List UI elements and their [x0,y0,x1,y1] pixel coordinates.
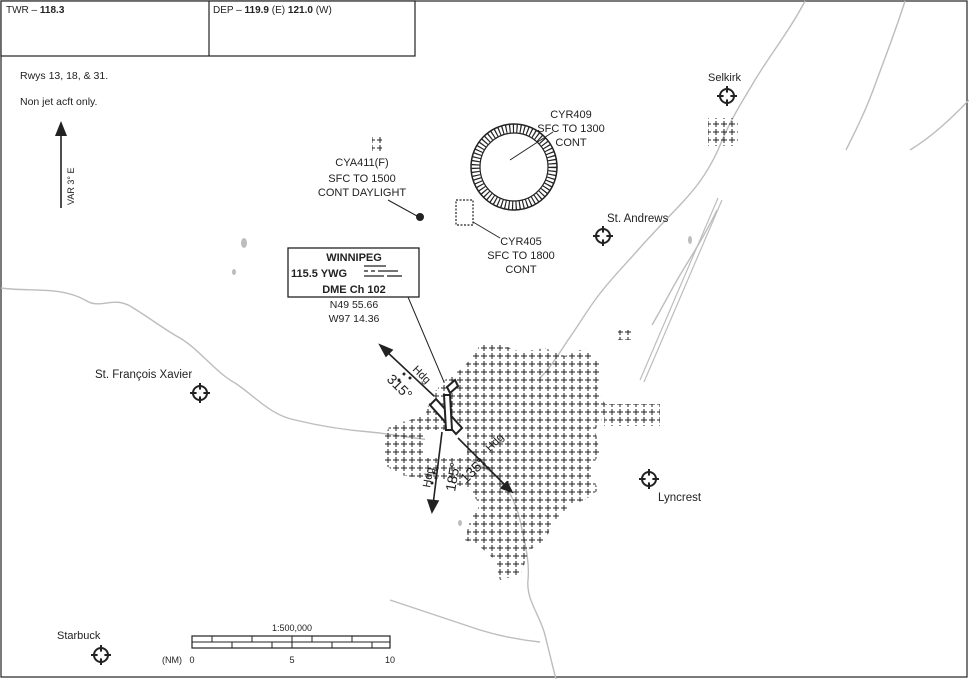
scale-ratio: 1:500,000 [272,623,312,633]
winnipeg-vor-box: WINNIPEG 115.5 YWG DME Ch 102 N49 55.66 … [287,247,445,383]
lyncrest-marker-icon [639,469,659,489]
scale-tick-5: 5 [289,655,294,665]
hdg-315-label: Hdg [410,364,433,387]
vor-dme-channel: DME Ch 102 [322,284,386,296]
heading-dots [397,372,490,485]
st-andrews-label: St. Andrews [607,213,669,225]
runways-note: Rwys 13, 18, & 31. [20,70,108,82]
cyr409-name: CYR409 [550,109,592,121]
starbuck-label: Starbuck [57,630,101,642]
selkirk-label: Selkirk [708,72,742,84]
twr-frequency: TWR – 118.3 [6,5,65,16]
vor-name: WINNIPEG [326,252,382,264]
cyr405-schedule: CONT [505,264,536,276]
cyr405-limits: SFC TO 1800 [487,250,554,262]
airspace-cya411: CYA411(F) SFC TO 1500 CONT DAYLIGHT [318,135,424,221]
morse-ident-icon [364,265,402,277]
scale-tick-0: 0 [189,655,194,665]
magnetic-variation-label: VAR 3° E [66,168,76,205]
starbuck-marker-icon [91,645,111,665]
scale-bar: 1:500,000 (NM) 0 5 10 [162,623,395,665]
lyncrest-label: Lyncrest [658,492,702,504]
winnipeg-airport-runways [428,378,464,436]
urban-area-winnipeg [383,118,738,580]
scale-tick-10: 10 [385,655,395,665]
lakes [232,236,692,526]
frequency-header: TWR – 118.3 DEP – 119.9 (E) 121.0 (W) [0,0,416,57]
cyr409-schedule: CONT [555,137,586,149]
dep-frequency: DEP – 119.9 (E) 121.0 (W) [213,5,332,16]
cya411-limits: SFC TO 1500 [328,173,395,185]
st-francois-xavier-label: St. François Xavier [95,369,192,381]
airport-clearing [425,430,467,458]
st-francois-xavier-marker-icon [190,383,210,403]
vor-frequency-ident: 115.5 YWG [291,268,347,280]
north-arrow: VAR 3° E [55,121,76,208]
vor-latitude: N49 55.66 [330,299,379,311]
rail-line [639,197,723,383]
hdg-185-value: 185° [442,461,463,492]
place-markers [91,86,737,665]
cya411-schedule: CONT DAYLIGHT [318,187,406,199]
cya411-name: CYA411(F) [335,157,388,169]
airspace-cyr409: CYR409 SFC TO 1300 CONT [470,109,605,211]
hdg-185-label: Hdg [421,467,436,489]
cyr405-name: CYR405 [500,236,542,248]
vor-longitude: W97 14.36 [329,313,380,325]
scale-unit: (NM) [162,655,182,665]
cyr409-limits: SFC TO 1300 [537,123,604,135]
selkirk-marker-icon [717,86,737,106]
airspace-cyr405: CYR405 SFC TO 1800 CONT [455,199,555,276]
st-andrews-marker-icon [593,226,613,246]
hdg-315-value: 315° [384,371,416,403]
aircraft-note: Non jet acft only. [20,96,97,108]
